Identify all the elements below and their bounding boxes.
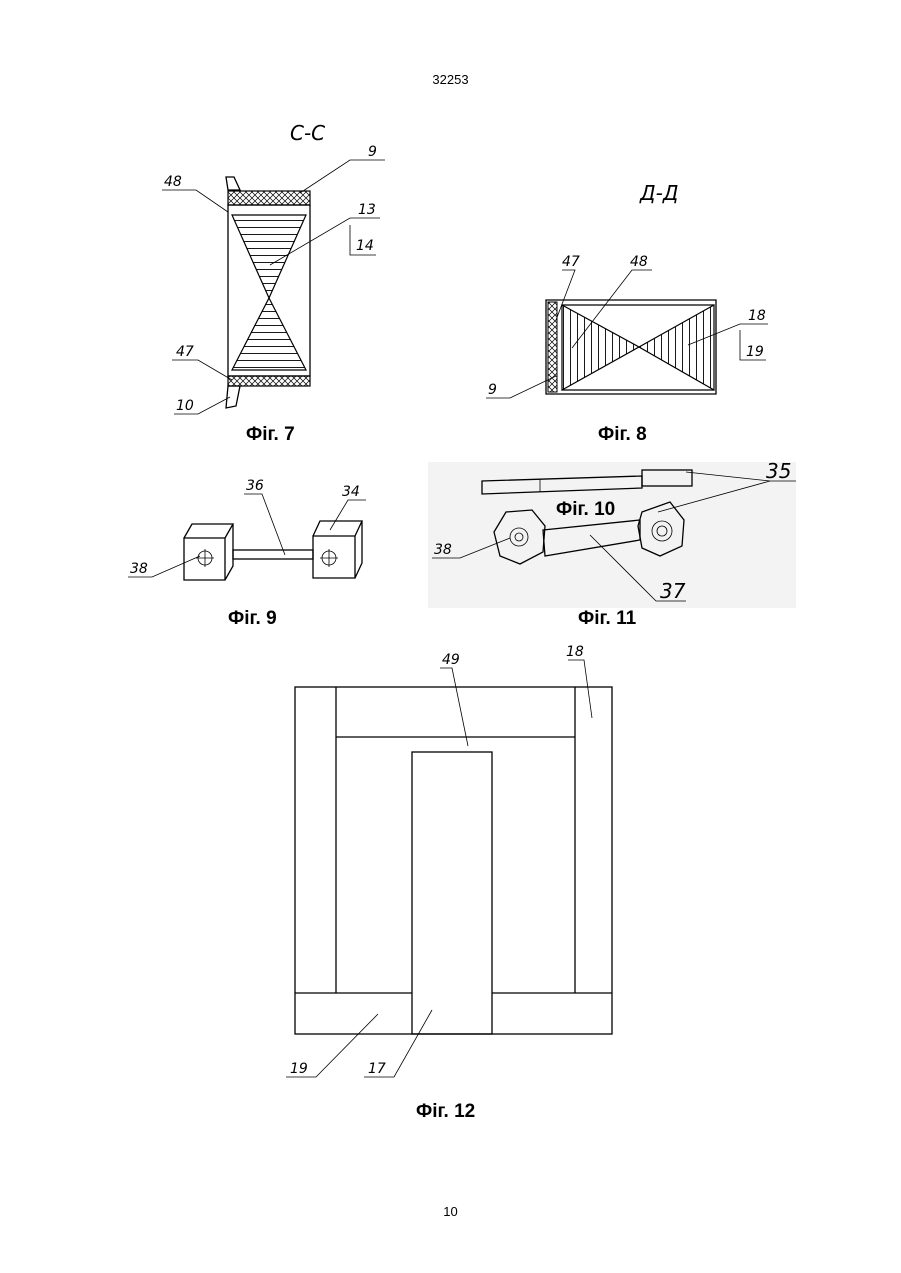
fig7-lower-winding xyxy=(232,298,306,370)
fig7-caption: Фіг. 7 xyxy=(246,424,295,445)
fig10-label-35: 35 xyxy=(766,459,791,483)
fig8-right-winding xyxy=(639,305,714,390)
fig12-label-49: 49 xyxy=(442,652,460,668)
figure-8: Д-Д 47 48 18 19 9 Фіг. 8 xyxy=(486,181,768,445)
fig9-rod xyxy=(233,550,313,559)
page-number: 10 xyxy=(0,1204,901,1219)
fig12-label-19: 19 xyxy=(290,1061,308,1077)
fig8-label-47: 47 xyxy=(562,254,580,270)
fig8-label-18: 18 xyxy=(748,308,766,324)
fig11-caption: Фіг. 11 xyxy=(578,608,637,629)
fig9-label-34: 34 xyxy=(342,484,360,500)
fig8-label-9: 9 xyxy=(488,382,497,398)
fig12-outer-frame xyxy=(295,687,612,1034)
fig8-left-winding xyxy=(562,305,639,390)
fig7-flange-top xyxy=(226,177,240,190)
fig8-label-19: 19 xyxy=(746,344,764,360)
fig11-label-37: 37 xyxy=(660,579,686,603)
fig7-top-band xyxy=(228,191,310,205)
fig7-label-13: 13 xyxy=(358,202,376,218)
fig12-label-18: 18 xyxy=(566,644,584,660)
fig7-label-9: 9 xyxy=(368,144,377,160)
figure-12: 49 18 19 17 Фіг. 12 xyxy=(286,644,612,1122)
fig8-section-label: Д-Д xyxy=(639,181,678,205)
figure-9: 36 34 38 Фіг. 9 xyxy=(128,478,366,629)
fig7-bottom-band xyxy=(228,376,310,386)
fig8-side-band xyxy=(548,302,557,392)
fig11-label-38: 38 xyxy=(434,542,452,558)
fig10-11-panel xyxy=(428,462,796,608)
fig9-label-36: 36 xyxy=(246,478,264,494)
fig7-label-47: 47 xyxy=(176,344,194,360)
fig12-center-column xyxy=(412,752,492,1034)
fig7-label-14: 14 xyxy=(356,238,374,254)
fig7-section-label: С-С xyxy=(290,121,325,145)
fig7-upper-winding xyxy=(232,215,306,298)
fig10-caption: Фіг. 10 xyxy=(556,499,615,520)
fig7-label-10: 10 xyxy=(176,398,194,414)
fig8-caption: Фіг. 8 xyxy=(598,424,647,445)
fig12-caption: Фіг. 12 xyxy=(416,1101,475,1122)
figure-7: С-С 9 48 13 14 47 10 Фіг. 7 xyxy=(162,121,385,445)
fig9-right-block xyxy=(313,521,362,578)
fig12-label-17: 17 xyxy=(368,1061,386,1077)
fig9-label-38: 38 xyxy=(130,561,148,577)
fig7-label-48: 48 xyxy=(164,174,182,190)
fig8-label-48: 48 xyxy=(630,254,648,270)
fig9-caption: Фіг. 9 xyxy=(228,608,277,629)
fig7-flange-bottom xyxy=(226,386,240,408)
